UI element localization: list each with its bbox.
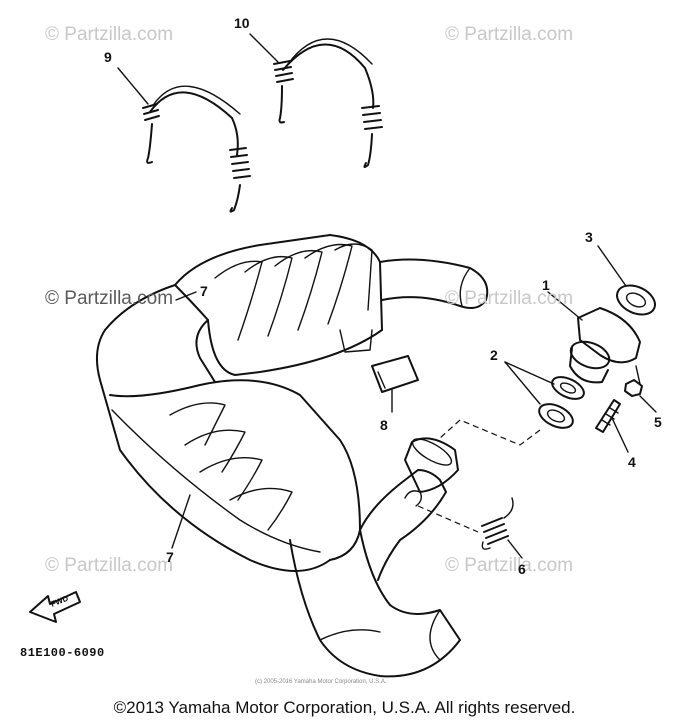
spring-9 bbox=[142, 85, 251, 213]
callout-3: 3 bbox=[585, 229, 593, 245]
muffler bbox=[95, 234, 489, 678]
watermark-bottom-left: © Partzilla.com bbox=[45, 555, 174, 576]
watermark-mid-left: © Partzilla.com bbox=[45, 288, 174, 309]
callout-6: 6 bbox=[518, 561, 526, 577]
callout-8: 8 bbox=[380, 417, 388, 433]
callout-9: 9 bbox=[104, 49, 112, 65]
spring-10 bbox=[273, 38, 383, 169]
gasket-2 bbox=[504, 361, 585, 429]
callout-10: 10 bbox=[234, 15, 250, 31]
spring-6 bbox=[481, 497, 523, 559]
fwd-arrow-icon: FWD bbox=[29, 591, 81, 623]
footer-copyright: ©2013 Yamaha Motor Corporation, U.S.A. A… bbox=[113, 698, 576, 717]
watermark-top-left: © Partzilla.com bbox=[45, 24, 174, 45]
nut-5 bbox=[624, 365, 657, 413]
callout-4: 4 bbox=[628, 454, 636, 470]
callout-2: 2 bbox=[490, 347, 498, 363]
part-code: 81E100-6090 bbox=[20, 646, 105, 660]
callout-7-lower: 7 bbox=[166, 549, 174, 565]
gasket-8 bbox=[371, 355, 419, 413]
fwd-label: FWD bbox=[49, 594, 69, 609]
callout-5: 5 bbox=[654, 414, 662, 430]
exhaust-flange-1 bbox=[547, 291, 641, 384]
callout-1: 1 bbox=[542, 277, 550, 293]
bolt-4 bbox=[595, 399, 629, 453]
watermark-top-right: © Partzilla.com bbox=[445, 24, 574, 45]
watermark-bottom-right: © Partzilla.com bbox=[445, 555, 574, 576]
watermark-mid-right: © Partzilla.com bbox=[445, 288, 574, 309]
small-copyright: (c) 2005-2016 Yamaha Motor Corporation, … bbox=[255, 679, 387, 685]
gasket-3 bbox=[597, 245, 656, 316]
callout-7-upper: 7 bbox=[200, 283, 208, 299]
